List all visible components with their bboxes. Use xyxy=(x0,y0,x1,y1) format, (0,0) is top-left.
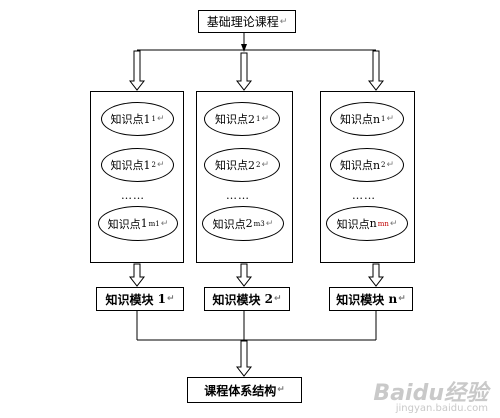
course-system-structure-box: 课程体系结构↵ xyxy=(187,377,302,403)
watermark-logo: Baidu经验 xyxy=(373,381,488,406)
ellipsis-1: …… xyxy=(121,189,145,202)
top-course-box: 基础理论课程↵ xyxy=(198,10,296,33)
arrow-to-module-1 xyxy=(128,263,146,287)
arrow-to-module-2 xyxy=(235,263,253,287)
arrow-to-module-n xyxy=(367,263,385,287)
branch-arrowhead xyxy=(241,44,247,52)
knowledge-module-2: 知识模块 2↵ xyxy=(204,287,290,311)
arrow-to-column-n xyxy=(367,50,385,91)
knowledge-module-n: 知识模块 n↵ xyxy=(329,287,413,311)
arrow-to-column-2 xyxy=(235,52,253,91)
baidu-watermark: Baidu经验 jingyan.baidu.com xyxy=(373,375,488,414)
ellipsis-n: …… xyxy=(352,189,376,202)
knowledge-module-1: 知识模块 1↵ xyxy=(96,287,184,311)
top-course-title: 基础理论课程 xyxy=(206,15,279,29)
watermark-url: jingyan.baidu.com xyxy=(395,403,488,414)
arrow-to-column-1 xyxy=(128,50,146,91)
ellipsis-2: …… xyxy=(226,189,250,202)
arrow-to-course-system xyxy=(235,340,253,377)
